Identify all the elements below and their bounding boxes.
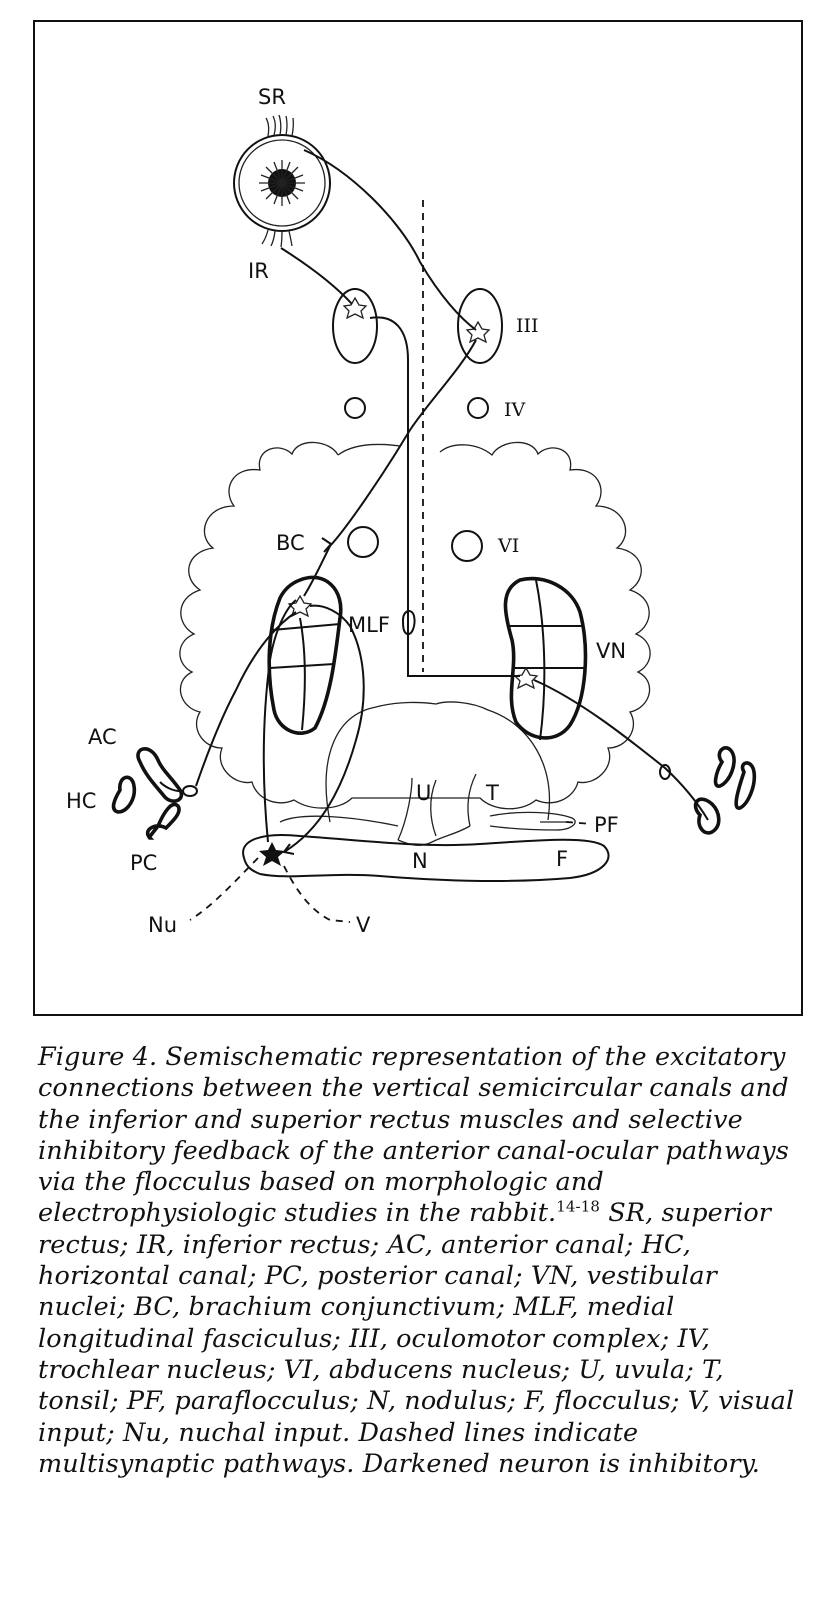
cerebellar-lobes (325, 701, 550, 823)
label-f: F (556, 847, 568, 871)
label-ir: IR (248, 259, 269, 283)
pathways (159, 149, 709, 855)
nodulus-flocculus-outline (242, 834, 610, 883)
multisynaptic-pathways (189, 821, 593, 923)
oculomotor-nucleus-left (332, 288, 378, 364)
label-iii: III (516, 315, 539, 337)
oculomotor-nucleus-right (457, 288, 503, 364)
label-sr: SR (258, 85, 286, 109)
neuron-vn-left (287, 594, 313, 618)
ganglion-left (182, 785, 198, 797)
paraflocculus-outline (279, 811, 576, 831)
vestibular-nucleus-left (267, 575, 343, 735)
eyeball (233, 114, 331, 248)
label-vn: VN (596, 639, 626, 663)
posterior-canal-right (734, 761, 757, 810)
abducens-nucleus-right (451, 530, 483, 562)
trochlear-nucleus-right (467, 397, 489, 419)
trochlear-nucleus-left (344, 397, 366, 419)
posterior-canal-left (145, 802, 181, 840)
label-ac: AC (88, 725, 117, 749)
label-vi: VI (497, 535, 519, 557)
label-nu: Nu (148, 913, 177, 937)
label-v: V (356, 913, 371, 937)
label-t: T (485, 781, 499, 805)
horizontal-canal-left (111, 775, 137, 814)
label-bc: BC (276, 531, 305, 555)
label-n: N (412, 849, 428, 873)
abducens-nucleus-left (347, 526, 379, 558)
label-pf: PF (594, 813, 619, 837)
label-pc: PC (130, 851, 157, 875)
inhibitory-neuron-flocculus (259, 842, 285, 866)
neuron-vn-right (513, 666, 539, 690)
horizontal-canal-right (713, 746, 736, 788)
label-iv: IV (504, 399, 526, 421)
figure-frame (33, 20, 803, 1016)
label-mlf: MLF (348, 613, 390, 637)
label-u: U (416, 781, 431, 805)
caption-lead: Figure 4. Semischematic representation o… (38, 1042, 789, 1229)
caption-body: SR, superior rectus; IR, inferior rectus… (38, 1198, 795, 1479)
anterior-canal-left (136, 747, 184, 803)
neuron-iii-left (342, 296, 368, 320)
neuroanatomy-diagram: SR IR III IV VI BC MLF VN AC HC PC U T P… (66, 85, 757, 937)
caption-refs: 14-18 (556, 1197, 600, 1216)
anterior-canal-right (693, 797, 721, 835)
vestibular-nucleus-right (503, 576, 588, 741)
brainstem-outline (179, 441, 651, 810)
label-hc: HC (66, 789, 96, 813)
figure-caption: Figure 4. Semischematic representation o… (38, 1042, 806, 1480)
neuron-iii-right (465, 320, 491, 344)
